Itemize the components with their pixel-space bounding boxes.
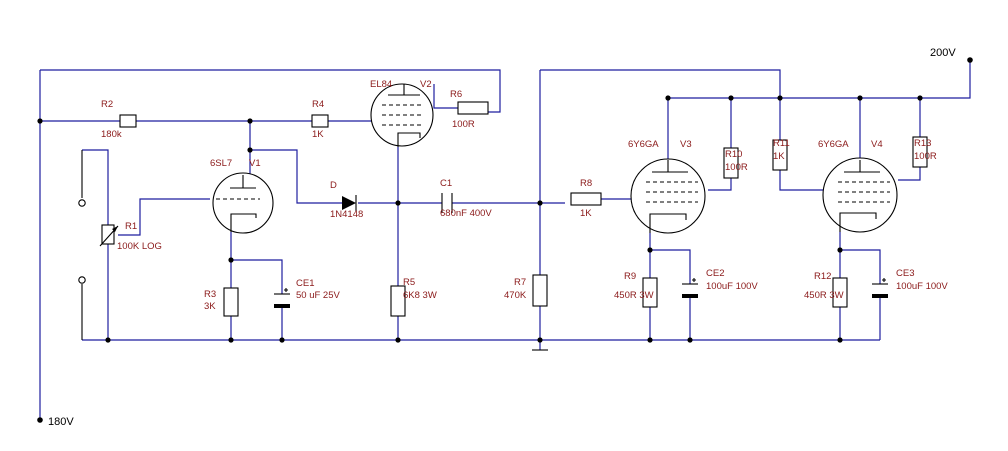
- ce2-ref: CE2: [706, 268, 724, 279]
- diode-d: D 1N4148: [330, 180, 363, 220]
- v4-ref: V4: [871, 139, 883, 150]
- v3-ref: V3: [680, 139, 692, 150]
- r1-ref: R1: [125, 221, 137, 232]
- v2-ref: V2: [420, 79, 432, 90]
- junction-dot: [665, 95, 671, 101]
- supply-180v: 180V: [37, 416, 74, 428]
- r2-ref: R2: [101, 99, 113, 110]
- v3-type: 6Y6GA: [628, 139, 659, 150]
- tube-v4: 6Y6GA V4: [818, 139, 898, 233]
- resistor-r4: R4 1K: [311, 99, 329, 140]
- r1-value: 100K LOG: [117, 241, 162, 252]
- junction-dot: [105, 337, 111, 343]
- tube-v1: 6SL7 V1: [210, 158, 274, 234]
- ce2-value: 100uF 100V: [706, 281, 758, 292]
- junction-dot: [647, 247, 653, 253]
- junction-dot: [777, 95, 783, 101]
- r6-ref: R6: [450, 89, 462, 100]
- input-terminals: [78, 150, 86, 340]
- tube-v2: EL84 V2: [370, 79, 434, 147]
- junction-dot: [279, 337, 285, 343]
- supply-180v-label: 180V: [48, 416, 74, 428]
- ce3-ref: CE3: [896, 268, 914, 279]
- supply-200v-label: 200V: [930, 47, 956, 59]
- c1-ref: C1: [440, 178, 452, 189]
- supply-200v: 200V: [930, 47, 973, 63]
- capacitor-ce2: CE2 100uF 100V: [682, 268, 758, 298]
- r11-value: 1K: [773, 151, 785, 162]
- input-terminal: [78, 199, 86, 207]
- resistor-r13: R13 100R: [912, 136, 937, 168]
- junction-dot: [537, 337, 543, 343]
- junction-dots: [37, 95, 923, 343]
- junction-dot: [537, 200, 543, 206]
- r4-value: 1K: [312, 129, 324, 140]
- junction-dot: [247, 147, 253, 153]
- r13-value: 100R: [914, 151, 937, 162]
- r4-ref: R4: [312, 99, 324, 110]
- tube-v3: 6Y6GA V3: [628, 139, 706, 234]
- junction-dot: [837, 337, 843, 343]
- diode-ref: D: [330, 180, 337, 191]
- capacitor-c1: C1 680nF 400V: [440, 178, 492, 219]
- junction-dot: [395, 337, 401, 343]
- junction-dot: [857, 95, 863, 101]
- r9-ref: R9: [624, 271, 636, 282]
- v1-ref: V1: [249, 158, 261, 169]
- resistor-r6: R6 100R: [450, 89, 489, 130]
- r11-ref: R11: [773, 138, 790, 149]
- junction-dot: [395, 200, 401, 206]
- resistor-r12: R12 450R 3W: [804, 271, 848, 308]
- junction-dot: [837, 247, 843, 253]
- r10-ref: R10: [725, 149, 742, 160]
- r13-ref: R13: [914, 138, 931, 149]
- ce1-ref: CE1: [296, 278, 314, 289]
- junction-dot: [687, 337, 693, 343]
- resistor-r8: R8 1K: [570, 178, 602, 219]
- c1-value: 680nF 400V: [440, 208, 492, 219]
- r9-value: 450R 3W: [614, 290, 654, 301]
- capacitor-ce3: CE3 100uF 100V: [872, 268, 948, 298]
- r8-ref: R8: [580, 178, 592, 189]
- r10-value: 100R: [725, 162, 748, 173]
- r5-value: 6K8 3W: [403, 290, 437, 301]
- r3-ref: R3: [204, 289, 216, 300]
- junction-dot: [228, 337, 234, 343]
- resistor-r3: R3 3K: [204, 287, 239, 317]
- resistor-r9: R9 450R 3W: [614, 271, 658, 308]
- capacitor-ce1: CE1 50 uF 25V: [274, 278, 340, 308]
- r8-value: 1K: [580, 208, 592, 219]
- r3-value: 3K: [204, 301, 216, 312]
- v2-type: EL84: [370, 79, 392, 90]
- junction-dot: [917, 95, 923, 101]
- r7-ref: R7: [514, 277, 526, 288]
- potentiometer-r1: R1 100K LOG: [99, 221, 162, 252]
- r12-ref: R12: [814, 271, 831, 282]
- junction-dot: [647, 337, 653, 343]
- resistor-r7: R7 470K: [504, 274, 548, 307]
- resistor-r5: R5 6K8 3W: [390, 277, 437, 317]
- resistor-r2: R2 180k: [101, 99, 137, 140]
- r6-value: 100R: [452, 119, 475, 130]
- input-terminal: [78, 276, 86, 284]
- resistor-r10: R10 100R: [723, 147, 748, 179]
- junction-dot: [228, 257, 234, 263]
- wires: [39, 60, 971, 420]
- r2-value: 180k: [101, 129, 122, 140]
- ce3-value: 100uF 100V: [896, 281, 948, 292]
- ce1-value: 50 uF 25V: [296, 290, 340, 301]
- r7-value: 470K: [504, 290, 527, 301]
- junction-dot: [37, 118, 43, 124]
- resistor-r11: R11 1K: [772, 138, 790, 171]
- junction-dot: [247, 118, 253, 124]
- v1-type: 6SL7: [210, 158, 232, 169]
- diode-value: 1N4148: [330, 209, 363, 220]
- r12-value: 450R 3W: [804, 290, 844, 301]
- r5-ref: R5: [403, 277, 415, 288]
- junction-dot: [728, 95, 734, 101]
- v4-type: 6Y6GA: [818, 139, 849, 150]
